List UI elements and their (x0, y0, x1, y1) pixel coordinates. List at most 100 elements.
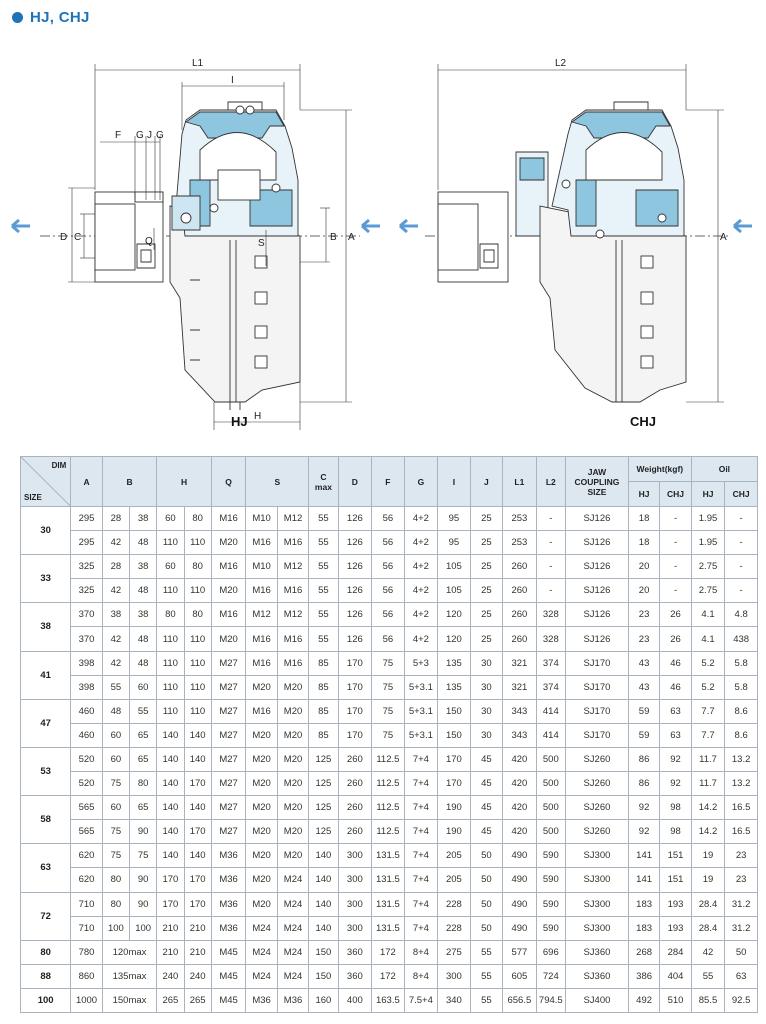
table-cell: 48 (128, 578, 158, 604)
table-cell: 210 (183, 915, 212, 941)
table-cell: 60 (101, 795, 131, 821)
table-cell: - (724, 530, 758, 556)
table-cell: 60 (156, 505, 185, 532)
size-cell: 47 (19, 698, 72, 748)
table-cell: 98 (659, 795, 692, 821)
table-cell: 510 (659, 987, 692, 1014)
dim-label-a: A (348, 232, 355, 243)
table-cell: M24 (276, 891, 310, 917)
table-cell: M20 (245, 843, 278, 869)
header-g: G (403, 456, 439, 507)
table-cell: 190 (437, 819, 471, 845)
table-cell: M27 (210, 746, 247, 773)
table-cell: - (535, 505, 566, 532)
table-cell: 140 (308, 915, 339, 941)
table-cell: 16.5 (724, 819, 758, 845)
table-cell: 92 (627, 795, 661, 821)
table-cell: 86 (627, 746, 661, 773)
table-cell: 300 (337, 891, 373, 917)
table-cell: 4+2 (403, 505, 439, 532)
table-cell: 30 (469, 674, 504, 700)
table-cell: 295 (70, 530, 103, 556)
table-cell: 420 (502, 795, 537, 821)
table-cell: 140 (156, 843, 185, 869)
table-cell: 490 (502, 867, 537, 893)
table-cell: 135 (437, 674, 471, 700)
table-cell: 420 (502, 746, 537, 773)
table-cell: 92 (659, 771, 692, 797)
table-cell: 490 (502, 915, 537, 941)
table-cell: 4+2 (403, 602, 439, 628)
size-cell: 33 (19, 554, 72, 604)
table-cell: 490 (502, 891, 537, 917)
table-cell: 59 (627, 722, 661, 748)
table-cell: 126 (337, 554, 373, 580)
table-cell: 7+4 (403, 746, 439, 773)
table-cell: 90 (128, 819, 158, 845)
table-cell: 140 (308, 867, 339, 893)
header-oil: Oil (690, 456, 759, 482)
table-cell: M24 (245, 939, 278, 965)
table-cell: - (724, 578, 758, 604)
table-cell: 260 (337, 771, 373, 797)
dim-label-d: D (60, 232, 67, 243)
table-cell: 260 (502, 554, 537, 580)
hj-drawing (11, 64, 380, 430)
table-cell: M20 (276, 843, 310, 869)
table-cell: 63 (724, 963, 758, 989)
table-cell: M20 (276, 771, 310, 797)
table-cell: 150 (308, 963, 339, 989)
table-cell: 492 (627, 987, 661, 1014)
size-cell: 72 (19, 891, 72, 941)
table-cell: 577 (502, 939, 537, 965)
table-cell: 48 (128, 626, 158, 652)
table-cell: 112.5 (371, 746, 405, 773)
table-cell: M20 (245, 867, 278, 893)
table-cell: 170 (337, 674, 373, 700)
table-cell: SJ400 (564, 987, 629, 1014)
table-cell: 43 (627, 674, 661, 700)
size-cell: 100 (19, 987, 72, 1014)
header-oil-hj: HJ (690, 481, 726, 507)
table-cell: 414 (535, 698, 566, 724)
table-cell: 75 (101, 843, 131, 869)
table-cell: 31.2 (724, 915, 758, 941)
table-cell: 65 (128, 722, 158, 748)
table-cell: 30 (469, 698, 504, 724)
table-cell: 4+2 (403, 626, 439, 652)
table-cell: 151 (659, 843, 692, 869)
table-cell: 11.7 (690, 746, 726, 773)
table-cell: M20 (245, 795, 278, 821)
table-cell: 55 (308, 530, 339, 556)
dim-label-l1: L1 (192, 58, 204, 69)
table-cell: SJ360 (564, 963, 629, 989)
table-cell: 240 (183, 963, 212, 989)
table-cell: 23 (627, 626, 661, 652)
table-cell: 140 (183, 722, 212, 748)
table-cell: 321 (502, 674, 537, 700)
table-cell: 260 (337, 746, 373, 773)
table-cell: 205 (437, 843, 471, 869)
table-cell: 210 (156, 939, 185, 965)
table-cell: 45 (469, 819, 504, 845)
table-cell: M20 (276, 698, 310, 724)
table-cell: 45 (469, 746, 504, 773)
table-cell: 46 (659, 650, 692, 676)
table-cell: 13.2 (724, 746, 758, 773)
table-cell: 340 (437, 987, 471, 1014)
table-cell: 590 (535, 867, 566, 893)
table-cell: 490 (502, 843, 537, 869)
table-cell: 65 (128, 746, 158, 773)
table-cell: 90 (128, 867, 158, 893)
table-cell: 23 (724, 843, 758, 869)
table-cell: 325 (70, 578, 103, 604)
table-cell: 460 (70, 698, 103, 724)
table-cell: 7+4 (403, 771, 439, 797)
